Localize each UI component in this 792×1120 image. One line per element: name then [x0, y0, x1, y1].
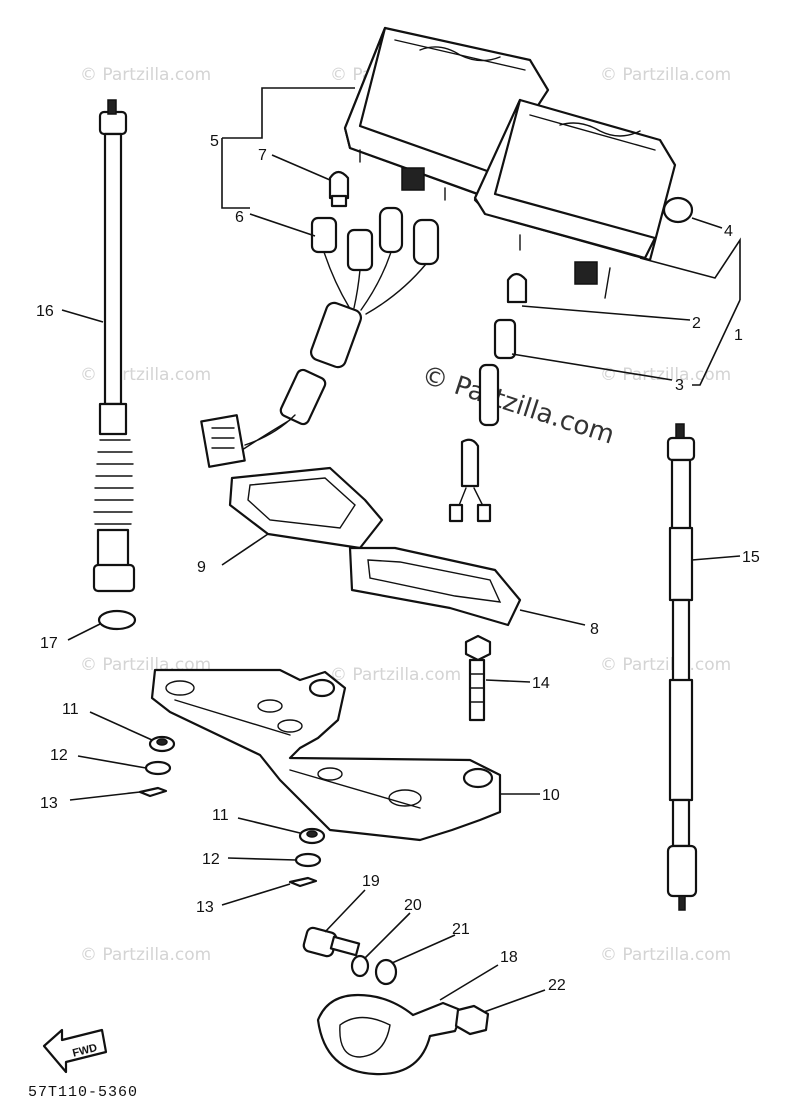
fwd-label: FWD — [71, 1042, 98, 1060]
clamp-assembly — [302, 926, 490, 1076]
bolt-14 — [464, 634, 492, 722]
callout-14: 14 — [532, 675, 550, 692]
hardware-upper — [138, 735, 176, 798]
cable-15 — [666, 423, 698, 911]
watermark: © Partzilla.com — [80, 365, 211, 385]
callout-16: 16 — [36, 303, 54, 320]
callout-11-lower: 11 — [212, 807, 229, 824]
callout-20: 20 — [404, 897, 422, 914]
gasket-9 — [228, 466, 384, 550]
callout-2: 2 — [692, 315, 701, 332]
hardware-lower — [288, 827, 326, 888]
callout-15: 15 — [742, 549, 760, 566]
callout-10: 10 — [542, 787, 560, 804]
o-ring-17 — [97, 609, 137, 631]
callout-12-upper: 12 — [50, 747, 68, 764]
bracket-10 — [150, 668, 502, 842]
callout-12-lower: 12 — [202, 851, 220, 868]
wire-harness — [200, 206, 440, 468]
callout-9: 9 — [197, 559, 206, 576]
cable-16 — [92, 99, 136, 593]
diagram-code: 57T110-5360 — [28, 1084, 138, 1101]
callout-17: 17 — [40, 635, 58, 652]
bulb-7 — [328, 170, 350, 208]
watermark-center: © Partzilla.com — [418, 360, 618, 451]
callout-11-upper: 11 — [62, 701, 79, 718]
callout-22: 22 — [548, 977, 566, 994]
watermark: © Partzilla.com — [330, 665, 461, 685]
trip-knob — [662, 196, 694, 224]
callout-13-lower: 13 — [196, 899, 214, 916]
meter-right — [473, 98, 694, 299]
callout-6: 6 — [235, 209, 244, 226]
callout-5: 5 — [210, 133, 219, 150]
watermark: © Partzilla.com — [600, 945, 731, 965]
watermark: © Partzilla.com — [80, 945, 211, 965]
fwd-arrow: FWD — [42, 1028, 108, 1074]
callout-4: 4 — [724, 223, 733, 240]
callout-1: 1 — [734, 327, 743, 344]
watermark: © Partzilla.com — [80, 65, 211, 85]
watermark: © Partzilla.com — [600, 65, 731, 85]
callout-18: 18 — [500, 949, 518, 966]
gasket-8 — [348, 546, 522, 627]
callout-7: 7 — [258, 147, 267, 164]
callout-21: 21 — [452, 921, 470, 938]
callout-13-upper: 13 — [40, 795, 58, 812]
callout-8: 8 — [590, 621, 599, 638]
callout-labels: 5 7 6 4 2 1 3 16 15 9 8 17 14 11 12 13 1… — [36, 133, 760, 994]
callout-3: 3 — [675, 377, 684, 394]
callout-19: 19 — [362, 873, 380, 890]
bulb-socket-2-3 — [448, 272, 528, 523]
leader-lines — [61, 87, 741, 1013]
watermark: © Partzilla.com — [600, 365, 731, 385]
watermark: © Partzilla.com — [600, 655, 731, 675]
